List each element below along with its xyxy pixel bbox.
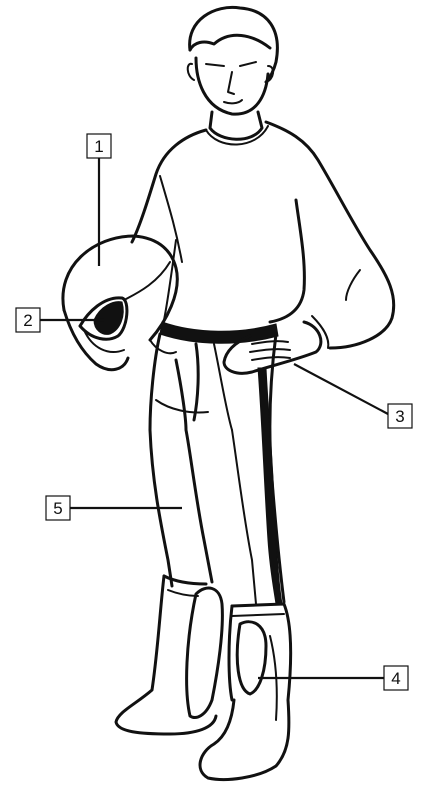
head: [188, 7, 278, 114]
trousers: [150, 334, 284, 604]
callout-5: 5: [46, 496, 70, 520]
callout-4-label: 4: [391, 669, 400, 688]
callout-3-label: 3: [395, 407, 404, 426]
callout-2: 2: [16, 308, 40, 332]
callout-4: 4: [384, 666, 408, 690]
leader-lines: [40, 156, 388, 678]
callout-1: 1: [87, 134, 111, 158]
callout-3: 3: [388, 404, 412, 428]
helmet: [63, 236, 177, 370]
callout-2-label: 2: [23, 311, 32, 330]
callout-5-label: 5: [53, 499, 62, 518]
neck: [206, 112, 268, 145]
callout-1-label: 1: [94, 137, 103, 156]
leader-3: [294, 364, 388, 414]
shirt: [132, 122, 394, 348]
belt: [160, 322, 278, 343]
